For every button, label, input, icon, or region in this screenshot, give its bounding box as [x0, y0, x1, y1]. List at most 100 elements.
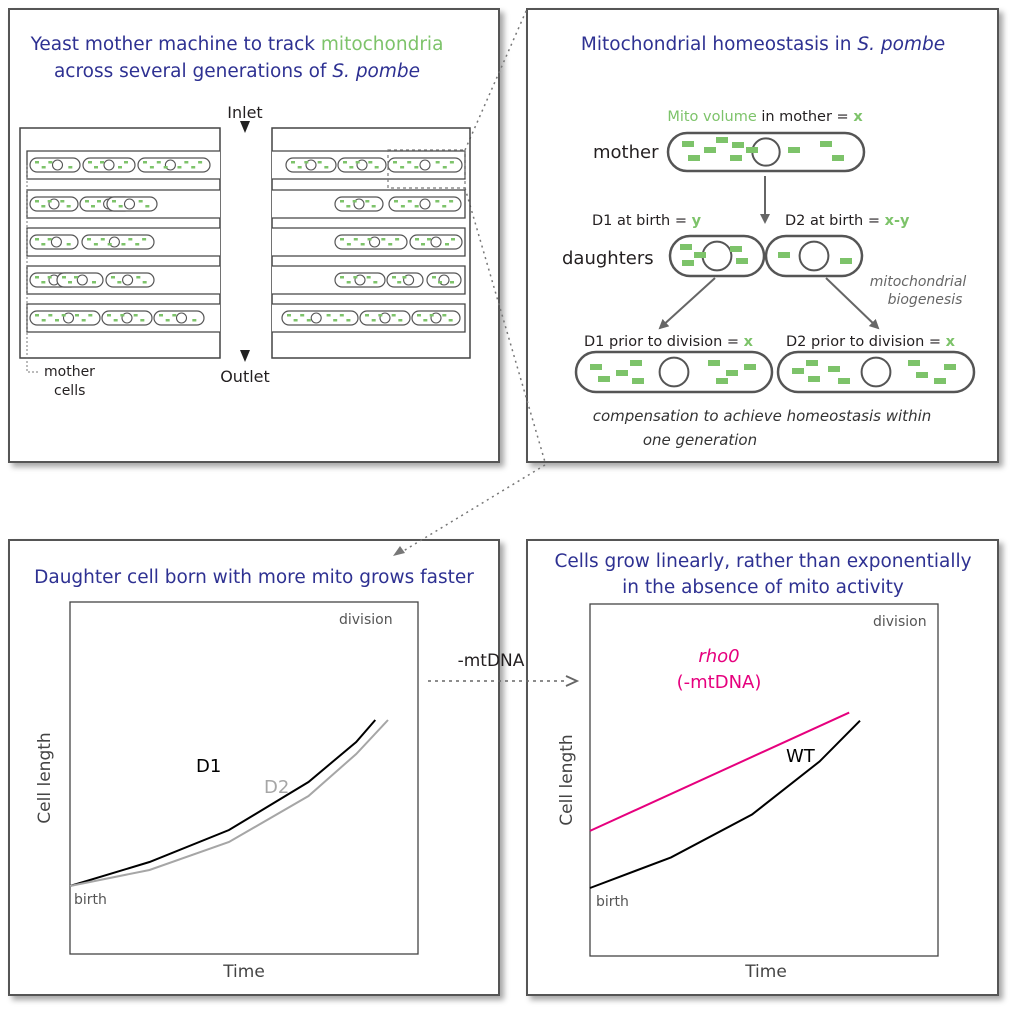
- chart2-ylabel: Cell length: [557, 734, 577, 825]
- chart1-ylabel: Cell length: [35, 732, 55, 823]
- chart1-birth-label: birth: [74, 892, 107, 908]
- mito-speck: [135, 243, 140, 246]
- mito-speck: [192, 319, 197, 322]
- daughters-label: daughters: [562, 248, 654, 269]
- mito-speck: [291, 161, 295, 164]
- mito-speck: [365, 200, 370, 203]
- inlet-label: Inlet: [227, 103, 262, 122]
- mito-speck: [97, 200, 101, 203]
- mtdna-connector-label: -mtDNA: [458, 651, 525, 671]
- mito-speck: [66, 205, 71, 208]
- mito-speck: [340, 200, 344, 203]
- mito-speck: [61, 314, 66, 317]
- mito-speck: [590, 364, 602, 370]
- mito-speck: [352, 200, 357, 203]
- mito-speck: [694, 252, 706, 258]
- series-label-d2: D2: [264, 777, 289, 798]
- mito-speck: [828, 366, 840, 372]
- yeast-cell: [29, 157, 81, 173]
- mito-speck: [394, 200, 398, 203]
- mito-speck: [287, 314, 291, 317]
- mito-speck: [395, 238, 400, 241]
- mito-speck: [840, 258, 852, 264]
- mother-machine-cells: [29, 157, 463, 326]
- mito-speck: [429, 314, 434, 317]
- mito-speck: [121, 243, 126, 246]
- mito-speck: [124, 161, 128, 164]
- yeast-cell: [101, 310, 153, 326]
- yeast-cell: [334, 234, 408, 250]
- zoom-region-box: [387, 149, 466, 189]
- mito-speck: [616, 370, 628, 376]
- mito-speck: [680, 244, 692, 250]
- mito-speck: [398, 319, 403, 322]
- mito-speck: [156, 161, 161, 164]
- mito-speck: [324, 166, 329, 169]
- mito-speck: [716, 378, 728, 384]
- mito-speck: [35, 238, 39, 241]
- mito-speck: [304, 161, 309, 164]
- mito-speck: [346, 205, 351, 208]
- compensation-note-line2: one generation: [643, 431, 757, 449]
- panel-d: Cells grow linearly, rather than exponen…: [554, 551, 971, 982]
- yeast-cell: [56, 272, 104, 288]
- mito-speck: [630, 360, 642, 366]
- mito-speck: [145, 205, 150, 208]
- mito-speck: [35, 314, 39, 317]
- mito-speck: [163, 166, 168, 169]
- mito-speck: [366, 276, 371, 279]
- mito-speck: [143, 161, 147, 164]
- mito-speck: [136, 276, 141, 279]
- panel-b: Mitochondrial homeostasis in S. pombe Mi…: [562, 34, 976, 449]
- mother-cells-bracket: [26, 165, 38, 373]
- mito-speck: [421, 243, 425, 246]
- mito-speck: [788, 147, 800, 153]
- yeast-cell: [81, 234, 155, 250]
- mother-label: mother: [593, 142, 659, 163]
- mito-speck: [391, 314, 396, 317]
- mito-speck: [414, 166, 419, 169]
- mito-speck: [172, 314, 177, 317]
- d2-birth-cell: [764, 234, 864, 278]
- mito-speck: [113, 319, 118, 322]
- series-line-rho0: [589, 711, 850, 832]
- mito-speck: [730, 246, 742, 252]
- mito-speck: [427, 238, 431, 241]
- mito-speck: [68, 281, 72, 284]
- mito-speck: [708, 360, 720, 366]
- mito-speck: [744, 364, 756, 370]
- series-line-wt: [589, 720, 861, 889]
- yeast-cell: [29, 234, 79, 250]
- mito-speck: [107, 243, 112, 246]
- mito-speck: [353, 276, 358, 279]
- yeast-cell: [106, 196, 158, 212]
- mito-speck: [184, 161, 189, 164]
- yeast-cell: [359, 310, 411, 326]
- mito-speck: [35, 161, 39, 164]
- mito-speck: [632, 378, 644, 384]
- mother-cell: [666, 131, 866, 173]
- yeast-cell: [105, 272, 155, 288]
- mito-speck: [448, 319, 453, 322]
- mito-speck: [66, 243, 71, 246]
- mito-speck: [346, 319, 351, 322]
- mito-speck: [449, 200, 454, 203]
- yeast-cell: [411, 310, 461, 326]
- outlet-arrow-icon: [240, 350, 250, 362]
- compensation-note-line1: compensation to achieve homeostasis with…: [593, 407, 932, 425]
- mito-speck: [48, 314, 53, 317]
- mito-speck: [360, 243, 365, 246]
- mito-speck: [688, 155, 700, 161]
- series-label-wt: WT: [786, 746, 816, 767]
- yeast-cell: [337, 157, 387, 173]
- mito-volume-label: Mito volume in mother = x: [667, 109, 863, 125]
- mito-speck: [35, 276, 39, 279]
- mito-speck: [451, 238, 455, 241]
- mito-speck: [934, 378, 946, 384]
- chart2-xlabel: Time: [744, 962, 787, 982]
- mito-speck: [415, 238, 419, 241]
- mito-speck: [94, 166, 98, 169]
- panel-b-title: Mitochondrial homeostasis in S. pombe: [581, 34, 945, 55]
- mito-speck: [442, 166, 447, 169]
